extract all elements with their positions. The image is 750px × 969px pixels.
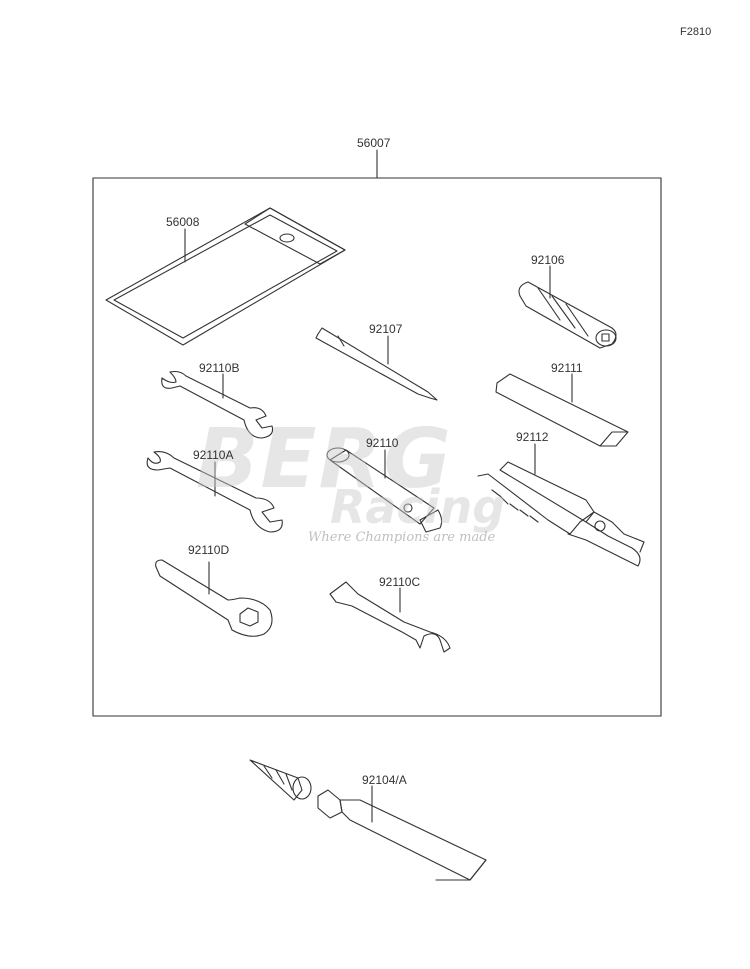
label-92107[interactable]: 92107 <box>369 322 403 336</box>
label-92104A[interactable]: 92104/A <box>362 773 407 787</box>
label-92111[interactable]: 92111 <box>551 361 583 375</box>
label-56008[interactable]: 56008 <box>166 215 200 229</box>
wrench-92110B-drawing <box>161 370 274 439</box>
valve-tool-tube-drawing <box>249 759 487 881</box>
hook-wrench-92110D-drawing <box>155 559 273 637</box>
spanner-92110C-drawing <box>329 581 451 653</box>
pliers-drawing <box>477 443 645 567</box>
watermark-tagline: Where Champions are made <box>308 530 496 545</box>
wrench-92110A-drawing <box>146 451 283 533</box>
label-92106[interactable]: 92106 <box>531 253 565 267</box>
box-wrench-drawing <box>326 447 443 533</box>
label-56007[interactable]: 56007 <box>357 136 391 150</box>
label-92112[interactable]: 92112 <box>516 430 549 444</box>
label-92110C[interactable]: 92110C <box>379 575 421 589</box>
label-92110[interactable]: 92110 <box>366 436 399 450</box>
label-92110B[interactable]: 92110B <box>199 361 240 375</box>
handle-drawing <box>518 265 617 349</box>
screwdriver-drawing <box>315 327 438 401</box>
strip-drawing <box>495 373 629 447</box>
watermark-sub: Racing <box>330 480 506 534</box>
watermark-brand: BERG <box>196 412 453 507</box>
tool-pouch-drawing <box>105 207 346 346</box>
figure-code: F2810 <box>680 26 712 38</box>
label-92110D[interactable]: 92110D <box>188 543 230 557</box>
label-92110A[interactable]: 92110A <box>193 448 234 462</box>
